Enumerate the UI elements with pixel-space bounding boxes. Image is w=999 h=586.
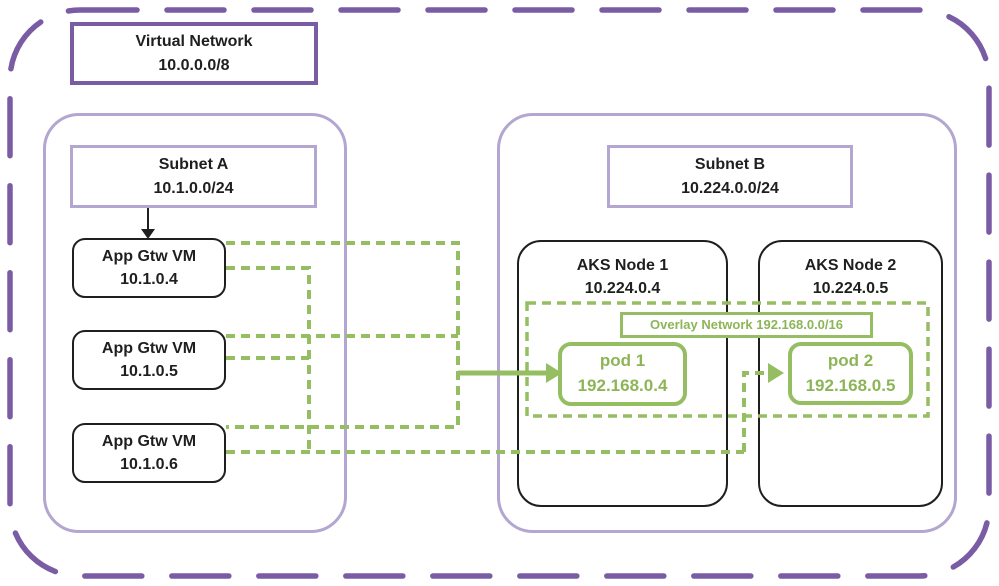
subnet-b-label-box: Subnet B 10.224.0.0/24 [607, 145, 853, 208]
overlay-network-label: Overlay Network 192.168.0.0/16 [650, 316, 843, 332]
app-gtw-vm-3-label: App Gtw VM [101, 432, 197, 450]
subnet-b-title: Subnet B [694, 156, 766, 174]
virtual-network-label-box: Virtual Network 10.0.0.0/8 [70, 22, 318, 85]
app-gtw-vm-1-ip: 10.1.0.4 [120, 271, 178, 288]
pod-1-ip: 192.168.0.4 [577, 376, 668, 395]
pod-1-label: pod 1 [599, 351, 646, 371]
app-gtw-vm-1-box: App Gtw VM 10.1.0.4 [72, 238, 226, 298]
app-gtw-vm-2-ip: 10.1.0.5 [120, 363, 178, 380]
pod-2-ip: 192.168.0.5 [805, 375, 896, 395]
subnet-a-label-box: Subnet A 10.1.0.0/24 [70, 145, 317, 208]
pod-2-label: pod 2 [827, 350, 874, 370]
pod-1-box: pod 1 192.168.0.4 [558, 342, 687, 406]
virtual-network-title: Virtual Network [135, 33, 253, 51]
virtual-network-cidr: 10.0.0.0/8 [158, 56, 230, 74]
app-gtw-vm-1-label: App Gtw VM [101, 247, 197, 265]
subnet-a-title: Subnet A [158, 156, 229, 174]
app-gtw-vm-3-ip: 10.1.0.6 [120, 456, 178, 473]
subnet-b-cidr: 10.224.0.0/24 [681, 179, 779, 197]
overlay-network-label-box: Overlay Network 192.168.0.0/16 [620, 312, 873, 338]
subnet-a-cidr: 10.1.0.0/24 [153, 179, 234, 197]
app-gtw-vm-2-label: App Gtw VM [101, 339, 197, 357]
pod-2-box: pod 2 192.168.0.5 [788, 342, 913, 405]
app-gtw-vm-2-box: App Gtw VM 10.1.0.5 [72, 330, 226, 390]
app-gtw-vm-3-box: App Gtw VM 10.1.0.6 [72, 423, 226, 483]
